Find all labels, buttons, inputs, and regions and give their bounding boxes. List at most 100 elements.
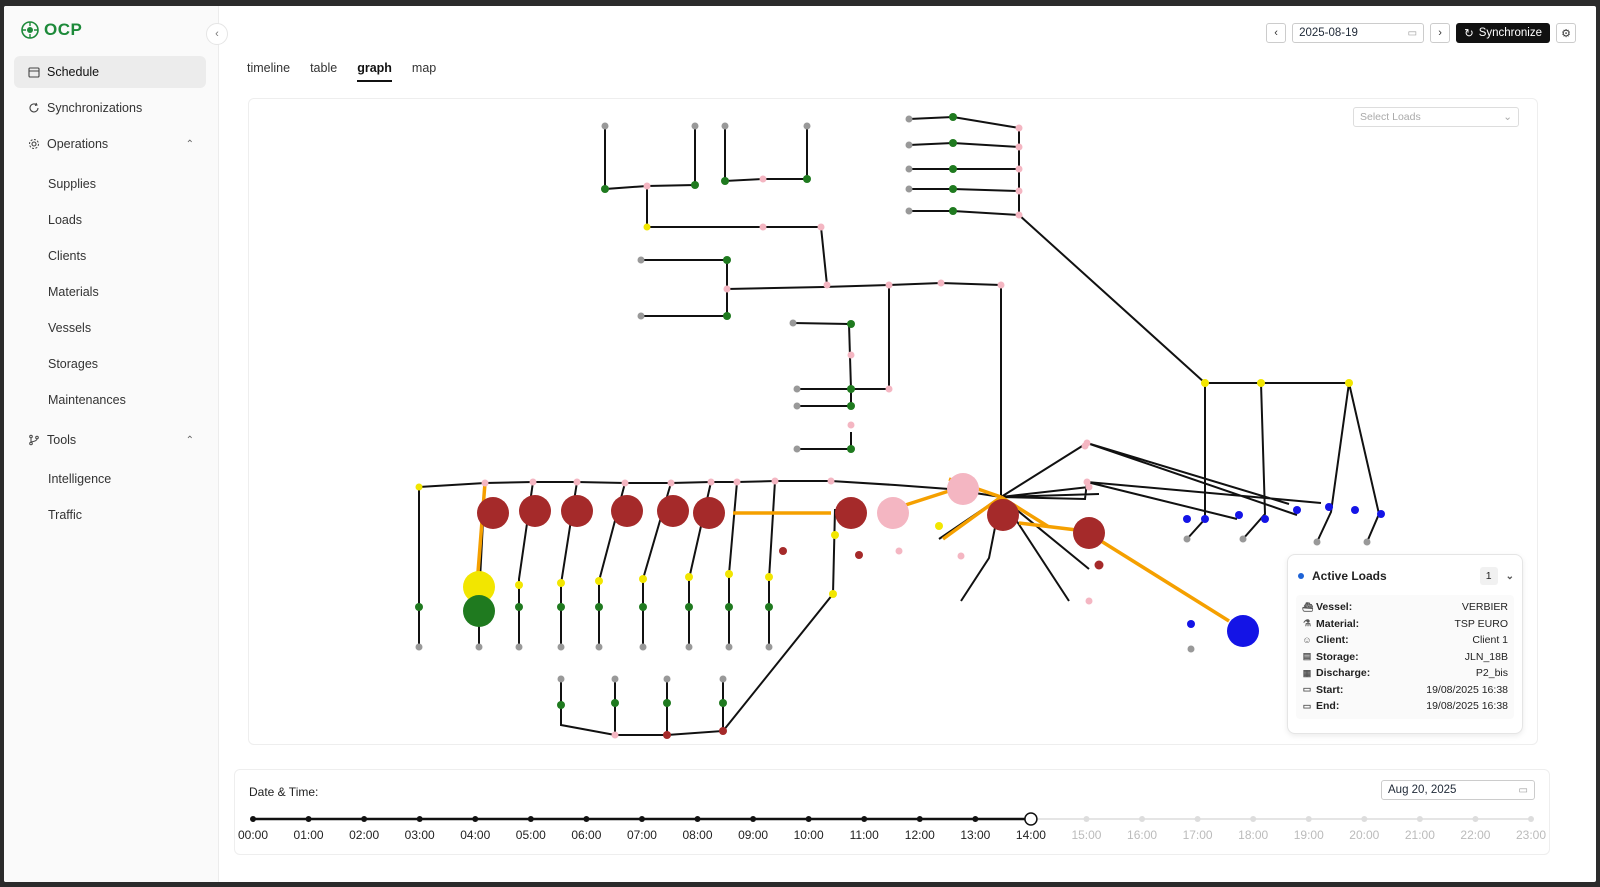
hour-label: 11:00 bbox=[850, 828, 879, 842]
synchronize-button[interactable]: ↻ Synchronize bbox=[1456, 23, 1550, 43]
hour-label: 00:00 bbox=[238, 828, 268, 842]
settings-button[interactable]: ⚙ bbox=[1556, 23, 1576, 43]
sidebar-item-clients[interactable]: Clients bbox=[48, 249, 87, 263]
hour-tick[interactable] bbox=[305, 816, 312, 822]
hour-tick[interactable] bbox=[694, 816, 701, 822]
sidebar-item-loads[interactable]: Loads bbox=[48, 213, 83, 227]
detail-key: Vessel: bbox=[1316, 601, 1353, 614]
storage-icon: ▤ bbox=[1302, 651, 1312, 662]
hour-tick[interactable] bbox=[805, 816, 812, 822]
hour-label: 14:00 bbox=[1016, 828, 1046, 842]
hour-tick[interactable] bbox=[1305, 816, 1312, 822]
hour-tick[interactable] bbox=[916, 816, 923, 822]
select-loads-dropdown[interactable]: Select Loads ⌄ bbox=[1353, 107, 1519, 127]
hour-label: 05:00 bbox=[516, 828, 546, 842]
sidebar: OCP Schedule Synchronizations Operations… bbox=[4, 6, 219, 882]
hour-tick[interactable] bbox=[861, 816, 868, 822]
status-dot-icon bbox=[1298, 573, 1304, 579]
detail-value: 19/08/2025 16:38 bbox=[1426, 683, 1508, 696]
sidebar-item-intelligence[interactable]: Intelligence bbox=[48, 472, 112, 486]
hour-tick[interactable] bbox=[527, 816, 534, 822]
active-loads-title: Active Loads bbox=[1312, 569, 1387, 583]
hour-tick[interactable] bbox=[472, 816, 479, 822]
hour-label: 22:00 bbox=[1460, 828, 1490, 842]
network-graph[interactable] bbox=[249, 99, 1537, 744]
flask-icon: ⚗ bbox=[1302, 618, 1312, 629]
hour-tick[interactable] bbox=[1194, 816, 1201, 822]
calendar-icon: ▭ bbox=[1518, 784, 1528, 796]
logo-text: OCP bbox=[44, 20, 83, 39]
select-loads-placeholder: Select Loads bbox=[1360, 111, 1421, 123]
gear-icon bbox=[27, 137, 41, 151]
view-tabs: timeline table graph map bbox=[247, 61, 456, 82]
hour-tick[interactable] bbox=[750, 816, 757, 822]
app-window: OCP Schedule Synchronizations Operations… bbox=[4, 6, 1596, 882]
logo[interactable]: OCP bbox=[20, 20, 82, 40]
synchronize-label: Synchronize bbox=[1478, 27, 1542, 39]
chevron-up-icon[interactable]: ⌃ bbox=[185, 434, 194, 446]
chevron-up-icon[interactable]: ⌃ bbox=[185, 138, 194, 150]
chevron-down-icon[interactable]: ⌄ bbox=[1505, 570, 1514, 582]
hour-tick[interactable] bbox=[361, 816, 368, 822]
hour-label: 09:00 bbox=[738, 828, 768, 842]
sidebar-item-vessels[interactable]: Vessels bbox=[48, 321, 92, 335]
hour-label: 23:00 bbox=[1516, 828, 1546, 842]
active-loads-header[interactable]: Active Loads 1 ⌄ bbox=[1288, 555, 1522, 585]
hour-tick[interactable] bbox=[1083, 816, 1090, 822]
sidebar-item-storages[interactable]: Storages bbox=[48, 357, 99, 371]
refresh-icon bbox=[27, 101, 41, 115]
calendar-icon: ▭ bbox=[1302, 684, 1312, 695]
date-value: 2025-08-19 bbox=[1299, 27, 1358, 39]
hour-label: 19:00 bbox=[1294, 828, 1324, 842]
hour-label: 03:00 bbox=[405, 828, 435, 842]
hour-tick[interactable] bbox=[1139, 816, 1146, 822]
tab-table[interactable]: table bbox=[310, 61, 338, 75]
hour-tick[interactable] bbox=[1361, 816, 1368, 822]
hour-label: 08:00 bbox=[683, 828, 713, 842]
date-picker[interactable]: 2025-08-19 ▭ bbox=[1292, 23, 1425, 43]
date-time-label: Date & Time: bbox=[249, 785, 319, 799]
next-day-button[interactable]: › bbox=[1430, 23, 1451, 43]
hour-tick[interactable] bbox=[972, 816, 979, 822]
hour-tick[interactable] bbox=[583, 816, 590, 822]
sidebar-item-synchronizations[interactable]: Synchronizations bbox=[14, 92, 206, 124]
chevron-down-icon: ⌄ bbox=[1503, 111, 1512, 123]
timeline-date-picker[interactable]: Aug 20, 2025 ▭ bbox=[1381, 780, 1535, 800]
detail-value: 19/08/2025 16:38 bbox=[1426, 700, 1508, 713]
hour-label: 07:00 bbox=[627, 828, 657, 842]
detail-key: Start: bbox=[1316, 683, 1344, 696]
sidebar-item-operations[interactable]: Operations ⌃ bbox=[14, 128, 206, 160]
hour-tick[interactable] bbox=[250, 816, 256, 822]
hour-tick[interactable] bbox=[638, 816, 645, 822]
gear-icon: ⚙ bbox=[1561, 27, 1571, 40]
detail-key: Discharge: bbox=[1316, 667, 1371, 680]
hour-tick[interactable] bbox=[1528, 816, 1534, 822]
sidebar-item-schedule[interactable]: Schedule bbox=[14, 56, 206, 88]
sidebar-item-materials[interactable]: Materials bbox=[48, 285, 99, 299]
hour-tick[interactable] bbox=[1472, 816, 1479, 822]
hour-tick[interactable] bbox=[1250, 816, 1257, 822]
refresh-icon: ↻ bbox=[1464, 28, 1474, 40]
sidebar-item-label: Schedule bbox=[47, 65, 100, 79]
calendar-icon: ▭ bbox=[1407, 27, 1418, 39]
detail-key: Storage: bbox=[1316, 650, 1359, 663]
slider-thumb[interactable] bbox=[1024, 812, 1038, 826]
prev-day-button[interactable]: ‹ bbox=[1266, 23, 1287, 43]
hour-tick[interactable] bbox=[1416, 816, 1423, 822]
tab-graph[interactable]: graph bbox=[357, 61, 392, 82]
sidebar-item-supplies[interactable]: Supplies bbox=[48, 177, 96, 191]
tab-timeline[interactable]: timeline bbox=[247, 61, 291, 75]
hour-tick[interactable] bbox=[416, 816, 423, 822]
user-icon: ☺ bbox=[1302, 635, 1312, 646]
sidebar-item-maintenances[interactable]: Maintenances bbox=[48, 393, 126, 407]
sidebar-item-tools[interactable]: Tools ⌃ bbox=[14, 424, 206, 456]
detail-value: JLN_18B bbox=[1464, 650, 1508, 663]
sidebar-item-traffic[interactable]: Traffic bbox=[48, 508, 83, 522]
active-loads-panel: Active Loads 1 ⌄ ⛴Vessel: VERBIER ⚗Mater… bbox=[1287, 554, 1523, 734]
detail-row-material: ⚗Material: TSP EURO bbox=[1302, 616, 1508, 633]
tab-map[interactable]: map bbox=[411, 61, 437, 75]
collapse-sidebar-button[interactable]: ‹ bbox=[206, 23, 228, 45]
detail-value: Client 1 bbox=[1472, 634, 1508, 647]
